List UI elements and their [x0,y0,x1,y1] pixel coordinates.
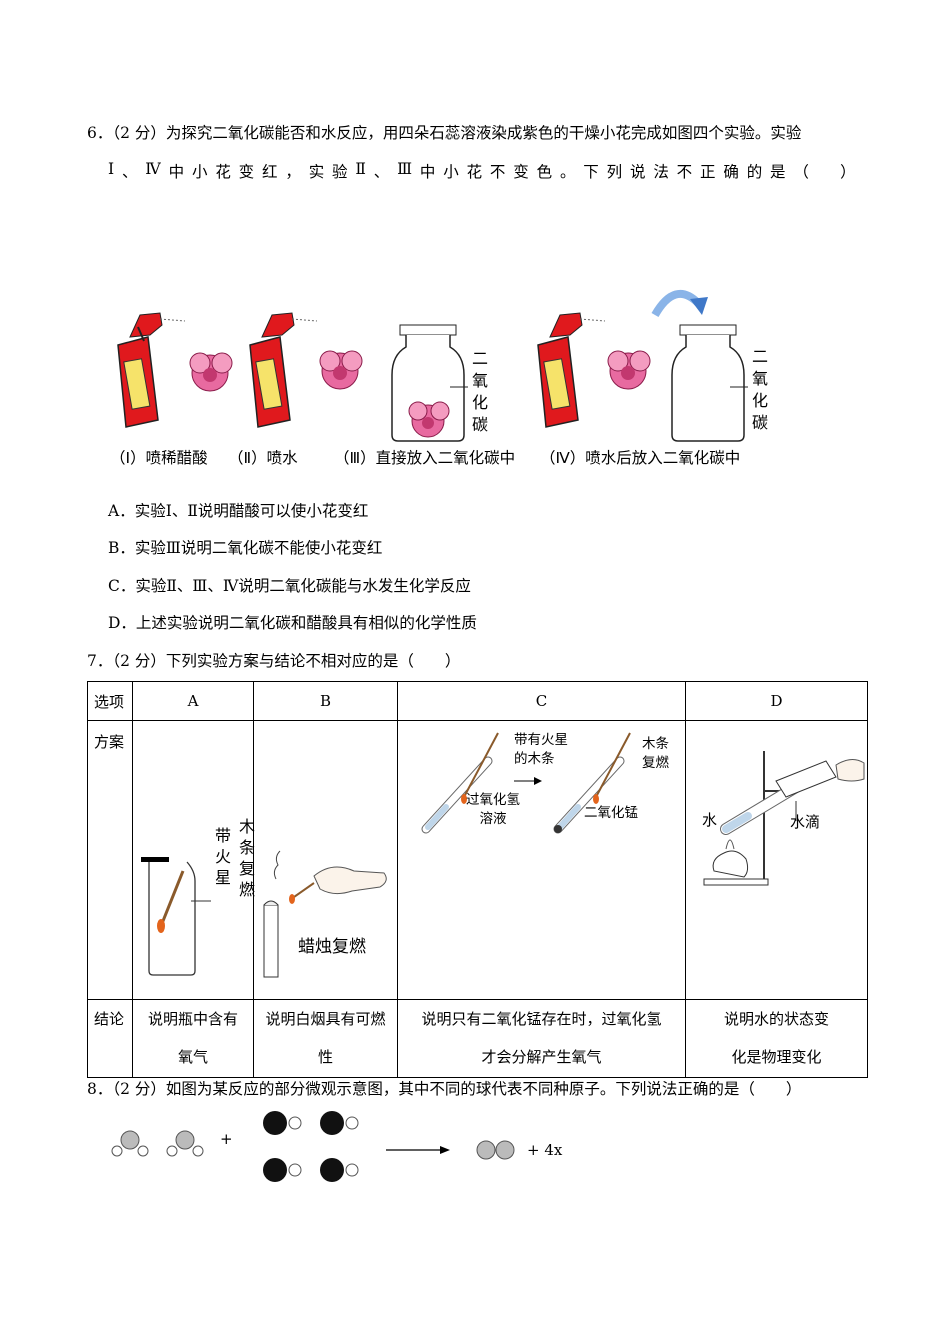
q6-line2-char: 色 [536,163,553,181]
label-glowing-splint: 带火星 [215,826,232,887]
q8-product-suffix: + 4x [527,1141,563,1159]
label-h2o2: 过氧化氢溶液 [466,792,520,827]
q6-line2-char: 实 [308,163,325,181]
plan-cell-d: 水 水滴 [685,720,868,1000]
q6-line2-char: Ⅳ [145,160,161,178]
header-b: B [253,681,398,721]
conclusion-d: 说明水的状态变化是物理变化 [685,999,868,1078]
q6-line2-char: Ⅱ [355,160,366,178]
plan-cell-b: 蜡烛复燃 [253,720,398,1000]
conclusion-b: 说明白烟具有可燃性 [253,999,398,1078]
q6-line2-char: 。 [559,163,576,181]
label-candle-relit: 蜡烛复燃 [298,937,366,957]
q6-option-d: D．上述实验说明二氧化碳和醋酸具有相似的化学性质 [108,614,477,632]
q6-line2-char: 是 [770,163,786,181]
flower-icon [607,350,651,390]
q6-option-a: A．实验Ⅰ、Ⅱ说明醋酸可以使小花变红 [108,502,369,520]
spray-bottle-icon [537,312,606,428]
molecule-icon [320,1158,359,1182]
q6-line2-char: ） [840,163,856,181]
flower-icon [408,401,450,438]
molecule-icon [111,1130,149,1157]
label-splint-relit: 木条复燃 [239,817,256,899]
q6-line2-char: 验 [332,163,348,181]
header-d: D [685,681,868,721]
plan-cell-a: 带火星 木条复燃 [132,720,256,1000]
molecule-icon [320,1111,359,1135]
q6-line2-char: 正 [700,163,716,181]
q6-line2-char: （ [793,163,809,181]
plan-cell-c: 带有火星的木条 过氧化氢溶液 二氧化锰 木条复燃 [397,720,686,1000]
q6-line2-char: 下 [583,163,599,181]
q6-line2-char: 、 [373,163,390,181]
flower-icon [319,350,363,390]
q6-line2-char: 小 [443,163,459,181]
q6-option-b: B．实验Ⅲ说明二氧化碳不能使小花变红 [108,539,383,557]
q7-table: 选项 A B C D 方案 带火星 木条复燃 [87,681,868,1078]
q6-line2-char: 法 [653,163,669,181]
gas-jar-icon [671,324,748,442]
label-glowing-splint-c: 带有火星的木条 [514,732,568,767]
caption-2: （Ⅱ）喷水 [228,449,298,467]
caption-1: （Ⅰ）喷稀醋酸 [110,449,208,467]
label-water-drops: 水滴 [790,813,821,831]
q6-line2-char: 中 [168,163,185,181]
spray-bottle-icon [249,312,318,428]
arrow-icon [386,1146,450,1154]
caption-4: （Ⅳ）喷水后放入二氧化碳中 [540,449,741,467]
q6-line2-char: ， [285,163,301,181]
q8-stem: 8．（2 分）如图为某反应的部分微观示意图，其中不同的球代表不同种原子。下列说法… [87,1080,802,1098]
q6-line2-char: 小 [191,163,208,181]
spray-bottle-icon [117,312,186,428]
conclusion-label: 结论 [87,999,133,1078]
q6-line2-char: 花 [215,163,231,181]
q6-line2-char: Ⅲ [397,160,413,178]
co2-label-jar3: 二氧化碳 [472,349,489,434]
header-c: C [397,681,686,721]
label-splint-relit-c: 木条复燃 [642,736,669,771]
molecule-icon [166,1130,204,1157]
caption-3: （Ⅲ）直接放入二氧化碳中 [334,449,516,467]
q8-molecule-diagram [111,1111,515,1182]
co2-label-jar4: 二氧化碳 [752,347,769,432]
header-a: A [132,681,254,721]
heating-apparatus-icon [703,751,865,886]
q6-line2-char: 确 [723,163,739,181]
q6-line2-char: 变 [513,163,529,181]
q6-line2-char: 不 [489,163,506,181]
test-tubes-icon [421,732,631,834]
q6-line2-char: 说 [629,163,646,181]
candle-match-icon [263,850,387,978]
q6-figure [117,289,748,442]
q6-line2-char: 的 [746,163,763,181]
conclusion-a: 说明瓶中含有氧气 [132,999,254,1078]
q6-line2-char: 、 [121,163,138,181]
conclusion-c: 说明只有二氧化锰存在时，过氧化氢才会分解产生氧气 [397,999,686,1078]
molecule-icon [263,1111,302,1135]
q6-line2-char: 花 [466,163,483,181]
q6-line2-char: 变 [238,163,255,181]
q6-line2-char: 列 [606,163,623,181]
q6-option-c: C．实验Ⅱ、Ⅲ、Ⅳ说明二氧化碳能与水发生化学反应 [108,577,471,595]
q6-line2-char: 红 [262,163,278,181]
q6-line2-char: Ⅰ [108,160,115,178]
label-mno2: 二氧化锰 [584,805,638,821]
molecule-icon [476,1140,515,1160]
q8-plus: + [220,1130,233,1148]
plan-label: 方案 [87,720,133,1000]
q6-line2-char [817,160,833,182]
label-water: 水 [702,811,718,829]
q6-line1: 6．（2 分）为探究二氧化碳能否和水反应，用四朵石蕊溶液染成紫色的干燥小花完成如… [87,124,802,142]
molecule-icon [263,1158,302,1182]
curved-arrow-icon [651,289,708,318]
bottle-splint-icon [141,857,211,976]
header-option: 选项 [87,681,133,721]
q6-line2-char: 不 [676,163,693,181]
q7-stem: 7．（2 分）下列实验方案与结论不相对应的是（ ） [87,652,461,670]
flower-icon [189,352,233,392]
q6-line2-char: 中 [419,163,436,181]
